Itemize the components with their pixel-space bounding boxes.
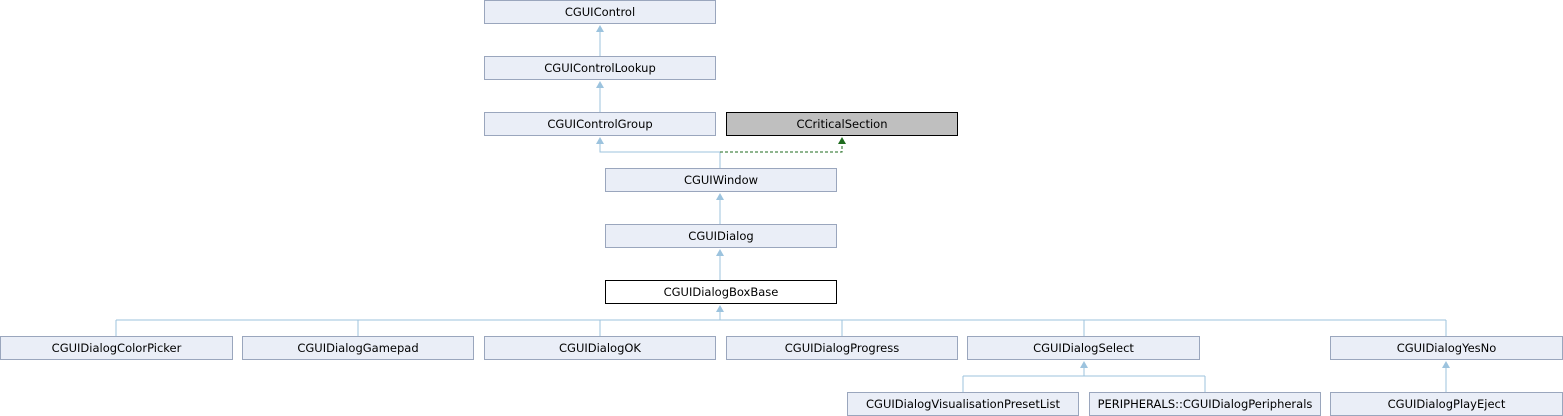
class-node-ccriticalsection[interactable]: CCriticalSection [726,112,958,136]
edge-arrow-yesno [1442,361,1450,368]
class-node-cguidialogvisualisationpresetlist[interactable]: CGUIDialogVisualisationPresetList [847,392,1079,416]
edge-arrow-boxbase [716,305,724,312]
edge-window-to-criticalsection [720,143,843,153]
class-node-cguidialogboxbase: CGUIDialogBoxBase [605,280,837,304]
class-node-cguidialogplayeject[interactable]: CGUIDialogPlayEject [1330,392,1563,416]
class-node-cguidialogcolorpicker[interactable]: CGUIDialogColorPicker [0,336,233,360]
edge-arrow-lookup [596,81,604,88]
edge-window-to-group [599,143,721,168]
edge-arrow-criticalsection [838,137,846,144]
edge-arrow-select [1080,361,1088,368]
class-node-cguidialog[interactable]: CGUIDialog [605,224,837,248]
class-node-cguidialogselect[interactable]: CGUIDialogSelect [967,336,1200,360]
class-node-peripherals-cguidialogperipherals[interactable]: PERIPHERALS::CGUIDialogPeripherals [1089,392,1321,416]
edge-arrow-group [596,137,604,144]
class-node-cguidialogyesno[interactable]: CGUIDialogYesNo [1330,336,1563,360]
class-node-cguicontrol[interactable]: CGUIControl [484,0,716,24]
edge-arrow-dialog [716,249,724,256]
edge-arrow-control [596,25,604,32]
class-node-cguiwindow[interactable]: CGUIWindow [605,168,837,192]
class-node-cguidialogprogress[interactable]: CGUIDialogProgress [726,336,958,360]
class-node-cguicontrolgroup[interactable]: CGUIControlGroup [484,112,716,136]
class-node-cguicontrollookup[interactable]: CGUIControlLookup [484,56,716,80]
class-node-cguidialogok[interactable]: CGUIDialogOK [484,336,716,360]
class-node-cguidialoggamepad[interactable]: CGUIDialogGamepad [242,336,474,360]
edge-arrow-window [716,193,724,200]
